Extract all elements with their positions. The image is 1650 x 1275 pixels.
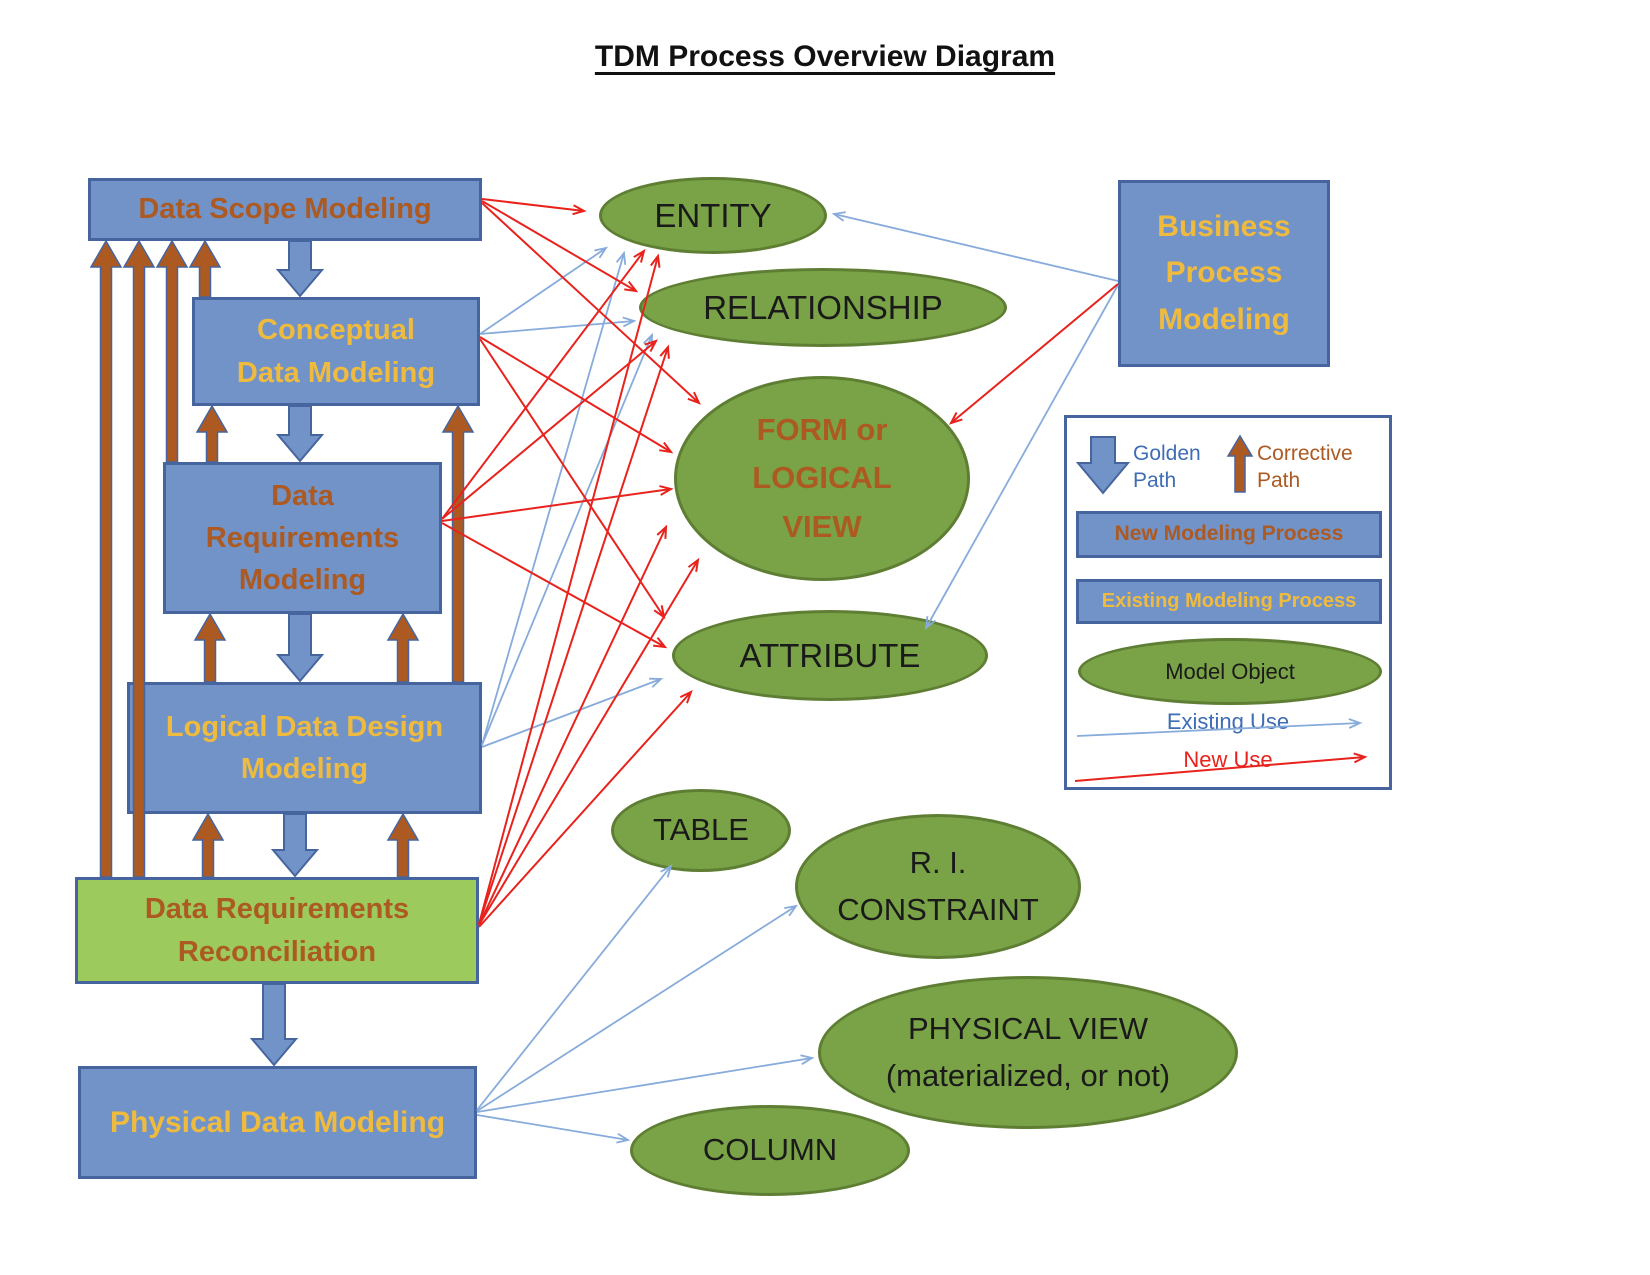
- process-label-line: Conceptual: [257, 314, 415, 347]
- corrective-path-arrow: [89, 239, 123, 878]
- object-ellipse-attribute: ATTRIBUTE: [672, 610, 988, 701]
- legend-text: Existing Modeling Process: [1101, 590, 1357, 612]
- corrective-path-arrow: [155, 239, 189, 463]
- object-label-line: VIEW: [782, 508, 862, 544]
- object-label-line: (materialized, or not): [885, 1057, 1171, 1093]
- object-ellipse-table: TABLE: [611, 789, 791, 872]
- corrective-path-arrow: [191, 812, 225, 878]
- corrective-path-arrow: [441, 404, 475, 683]
- process-box-physical-data-modeling: Physical Data Modeling: [78, 1066, 477, 1179]
- existing-use-arrow: [479, 316, 637, 335]
- corrective-path-arrow: [193, 612, 227, 683]
- object-label-line: PHYSICAL VIEW: [907, 1011, 1149, 1046]
- golden-path-arrow: [270, 813, 320, 878]
- object-label-line: R. I.: [909, 845, 967, 880]
- existing-use-arrow: [476, 904, 798, 1112]
- object-ellipse-physical-view: PHYSICAL VIEW (materialized, or not): [818, 976, 1238, 1129]
- process-label-line: Reconciliation: [177, 935, 377, 968]
- process-label-line: Process: [1165, 256, 1283, 290]
- page-title: TDM Process Overview Diagram: [594, 40, 1056, 73]
- object-label-line: FORM or: [756, 412, 888, 448]
- legend-existing-modeling-process-box: Existing Modeling Process: [1076, 579, 1382, 624]
- process-label-line: Modeling: [240, 753, 369, 785]
- object-ellipse-relationship: RELATIONSHIP: [639, 268, 1007, 347]
- existing-use-arrow: [481, 677, 664, 748]
- process-label-line: Logical Data Design: [165, 710, 444, 743]
- corrective-path-arrow: [195, 404, 229, 463]
- legend-existing-use-label: Existing Use: [1166, 709, 1290, 734]
- legend-text-line: Path: [1257, 469, 1301, 493]
- object-ellipse-ri-constraint: R. I. CONSTRAINT: [795, 814, 1081, 959]
- existing-use-arrow: [481, 250, 627, 746]
- existing-use-arrow: [476, 864, 673, 1111]
- process-box-data-requirements-modeling: Data Requirements Modeling: [163, 462, 442, 614]
- process-label: Data Scope Modeling: [138, 193, 432, 226]
- object-ellipse-column: COLUMN: [630, 1105, 910, 1196]
- process-label-line: Data: [271, 479, 334, 512]
- object-label: TABLE: [653, 812, 749, 848]
- golden-path-arrow: [249, 983, 299, 1067]
- process-box-conceptual-data-modeling: Conceptual Data Modeling: [192, 297, 480, 406]
- object-label: ATTRIBUTE: [739, 636, 921, 674]
- legend-text: Model Object: [1165, 659, 1295, 684]
- process-label-line: Modeling: [1158, 302, 1290, 336]
- new-use-arrow: [481, 198, 587, 216]
- process-label-line: Modeling: [238, 564, 367, 597]
- legend-text-line: Corrective: [1257, 442, 1353, 465]
- object-ellipse-form-or-logical-view: FORM or LOGICAL VIEW: [674, 376, 970, 581]
- new-use-arrow: [441, 485, 674, 522]
- legend-new-modeling-process-box: New Modeling Process: [1076, 511, 1382, 558]
- process-label-line: Requirements: [205, 521, 400, 554]
- process-label-line: Data Requirements: [144, 893, 410, 926]
- golden-path-arrow: [275, 613, 325, 683]
- new-use-arrow: [441, 522, 668, 649]
- legend-text: New Modeling Process: [1114, 522, 1344, 546]
- corrective-path-arrow: [188, 239, 222, 298]
- legend-text-line: Golden: [1133, 442, 1201, 465]
- golden-path-arrow: [275, 240, 325, 298]
- golden-path-arrow: [275, 405, 325, 463]
- object-label-line: CONSTRAINT: [837, 891, 1039, 927]
- object-label: RELATIONSHIP: [703, 288, 943, 326]
- new-use-arrow: [479, 338, 666, 620]
- object-label-line: LOGICAL: [752, 460, 892, 496]
- process-label: Physical Data Modeling: [109, 1105, 446, 1139]
- new-use-arrow: [478, 524, 668, 926]
- existing-use-arrow: [476, 1114, 631, 1144]
- existing-use-arrow: [476, 1054, 815, 1113]
- process-box-business-process-modeling: Business Process Modeling: [1118, 180, 1330, 367]
- new-use-arrow: [478, 557, 700, 926]
- legend-box: Golden Path Corrective Path New Modeling…: [1064, 415, 1392, 790]
- object-label: ENTITY: [654, 196, 772, 234]
- legend-golden-path-label: Golden Path: [1133, 440, 1201, 495]
- process-label-line: Business: [1157, 209, 1291, 243]
- process-box-data-requirements-reconciliation: Data Requirements Reconciliation: [75, 877, 479, 984]
- corrective-path-arrow: [386, 812, 420, 878]
- process-label-line: Data Modeling: [236, 356, 436, 389]
- object-label: COLUMN: [702, 1132, 838, 1168]
- new-use-arrow: [479, 336, 674, 454]
- existing-use-arrow: [479, 246, 608, 335]
- legend-corrective-path-label: Corrective Path: [1257, 440, 1353, 495]
- object-ellipse-entity: ENTITY: [599, 177, 827, 254]
- legend-text-line: Path: [1133, 469, 1177, 493]
- existing-use-arrow: [481, 332, 653, 746]
- corrective-path-arrow: [386, 612, 420, 683]
- process-box-data-scope-modeling: Data Scope Modeling: [88, 178, 482, 241]
- legend-new-use-label: New Use: [1183, 747, 1273, 772]
- process-box-logical-data-design-modeling: Logical Data Design Modeling: [127, 682, 482, 814]
- legend-model-object-ellipse: Model Object: [1078, 638, 1382, 705]
